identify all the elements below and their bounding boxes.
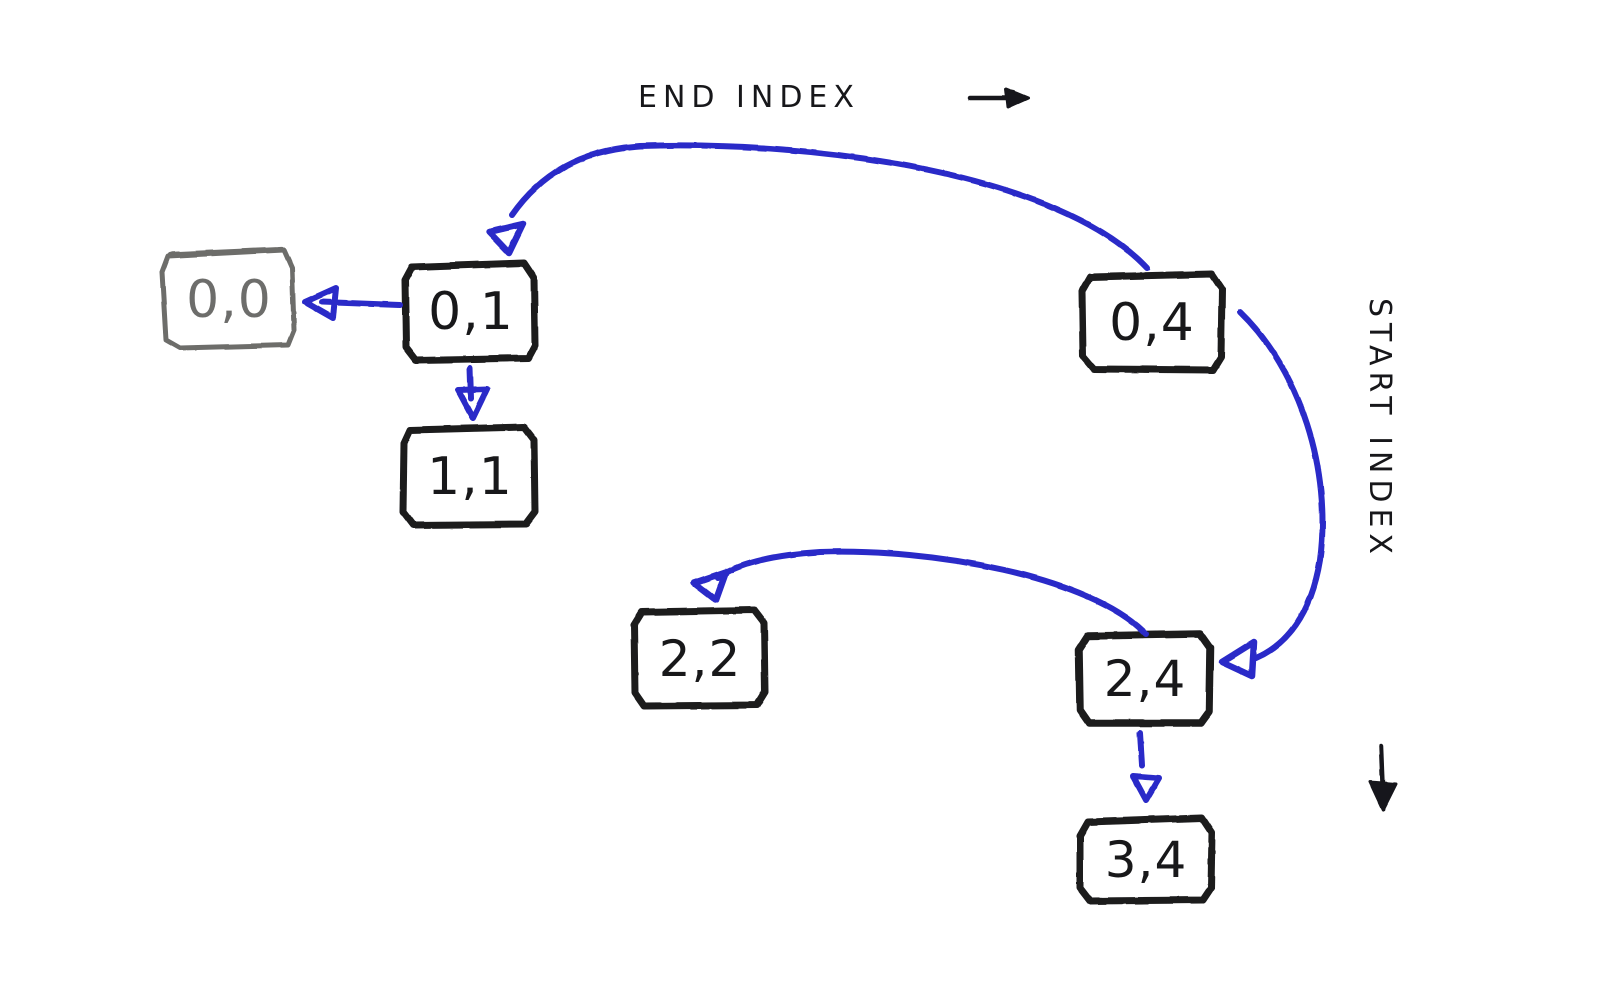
edge-0-4-to-0-1[interactable] xyxy=(485,142,1150,271)
node-box-0-0[interactable] xyxy=(159,246,297,351)
edge-0-1-to-1-1[interactable] xyxy=(455,365,490,421)
edge-0-4-to-2-4[interactable] xyxy=(1218,309,1326,680)
axis-label-start-index: START INDEX xyxy=(1362,298,1397,560)
node-box-2-2[interactable] xyxy=(630,606,769,710)
edge-2-4-to-2-2[interactable] xyxy=(690,548,1149,637)
edge-2-4-to-3-4[interactable] xyxy=(1130,730,1162,803)
end-index-arrow-icon xyxy=(967,87,1030,109)
start-index-arrow-icon xyxy=(1368,743,1398,812)
node-box-3-4[interactable] xyxy=(1076,814,1216,905)
node-box-2-4[interactable] xyxy=(1075,630,1214,727)
node-box-0-4[interactable] xyxy=(1078,270,1226,374)
node-box-0-1[interactable] xyxy=(401,259,539,364)
node-box-1-1[interactable] xyxy=(399,423,539,529)
edge-0-1-to-0-0[interactable] xyxy=(302,285,403,321)
axis-label-end-index: END INDEX xyxy=(638,80,860,115)
